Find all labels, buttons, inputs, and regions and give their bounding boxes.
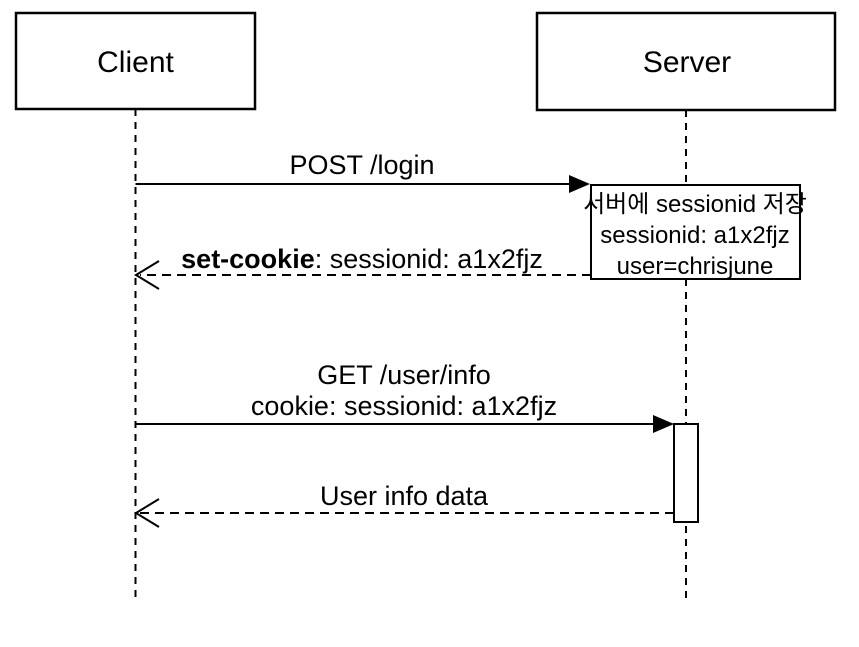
server-note-line2: sessionid: a1x2fjz <box>600 222 789 249</box>
user-info-data-arrowhead-icon <box>134 498 160 528</box>
set-cookie-label-rest: : sessionid: a1x2fjz <box>315 244 543 274</box>
set-cookie-label: set-cookie: sessionid: a1x2fjz <box>181 244 543 274</box>
server-activation-bar <box>673 423 699 523</box>
actor-server-box <box>535 11 837 112</box>
server-note-line3: user=chrisjune <box>617 253 774 280</box>
get-user-info-label-line1: GET /user/info <box>317 360 491 390</box>
get-user-info-label-line2: cookie: sessionid: a1x2fjz <box>251 391 557 421</box>
post-login-label: POST /login <box>289 150 434 180</box>
actor-server-label: Server <box>643 46 731 79</box>
actor-client-box <box>14 11 257 111</box>
set-cookie-arrowhead-icon <box>134 260 160 290</box>
actor-client-label: Client <box>97 46 174 79</box>
set-cookie-label-bold: set-cookie <box>181 244 315 274</box>
server-note-box <box>590 184 801 280</box>
post-login-arrowhead-icon <box>569 175 590 193</box>
user-info-data-label: User info data <box>320 481 489 511</box>
get-user-info-arrowhead-icon <box>653 415 674 433</box>
server-note-line1: 서버에 sessionid 저장 <box>583 191 807 218</box>
